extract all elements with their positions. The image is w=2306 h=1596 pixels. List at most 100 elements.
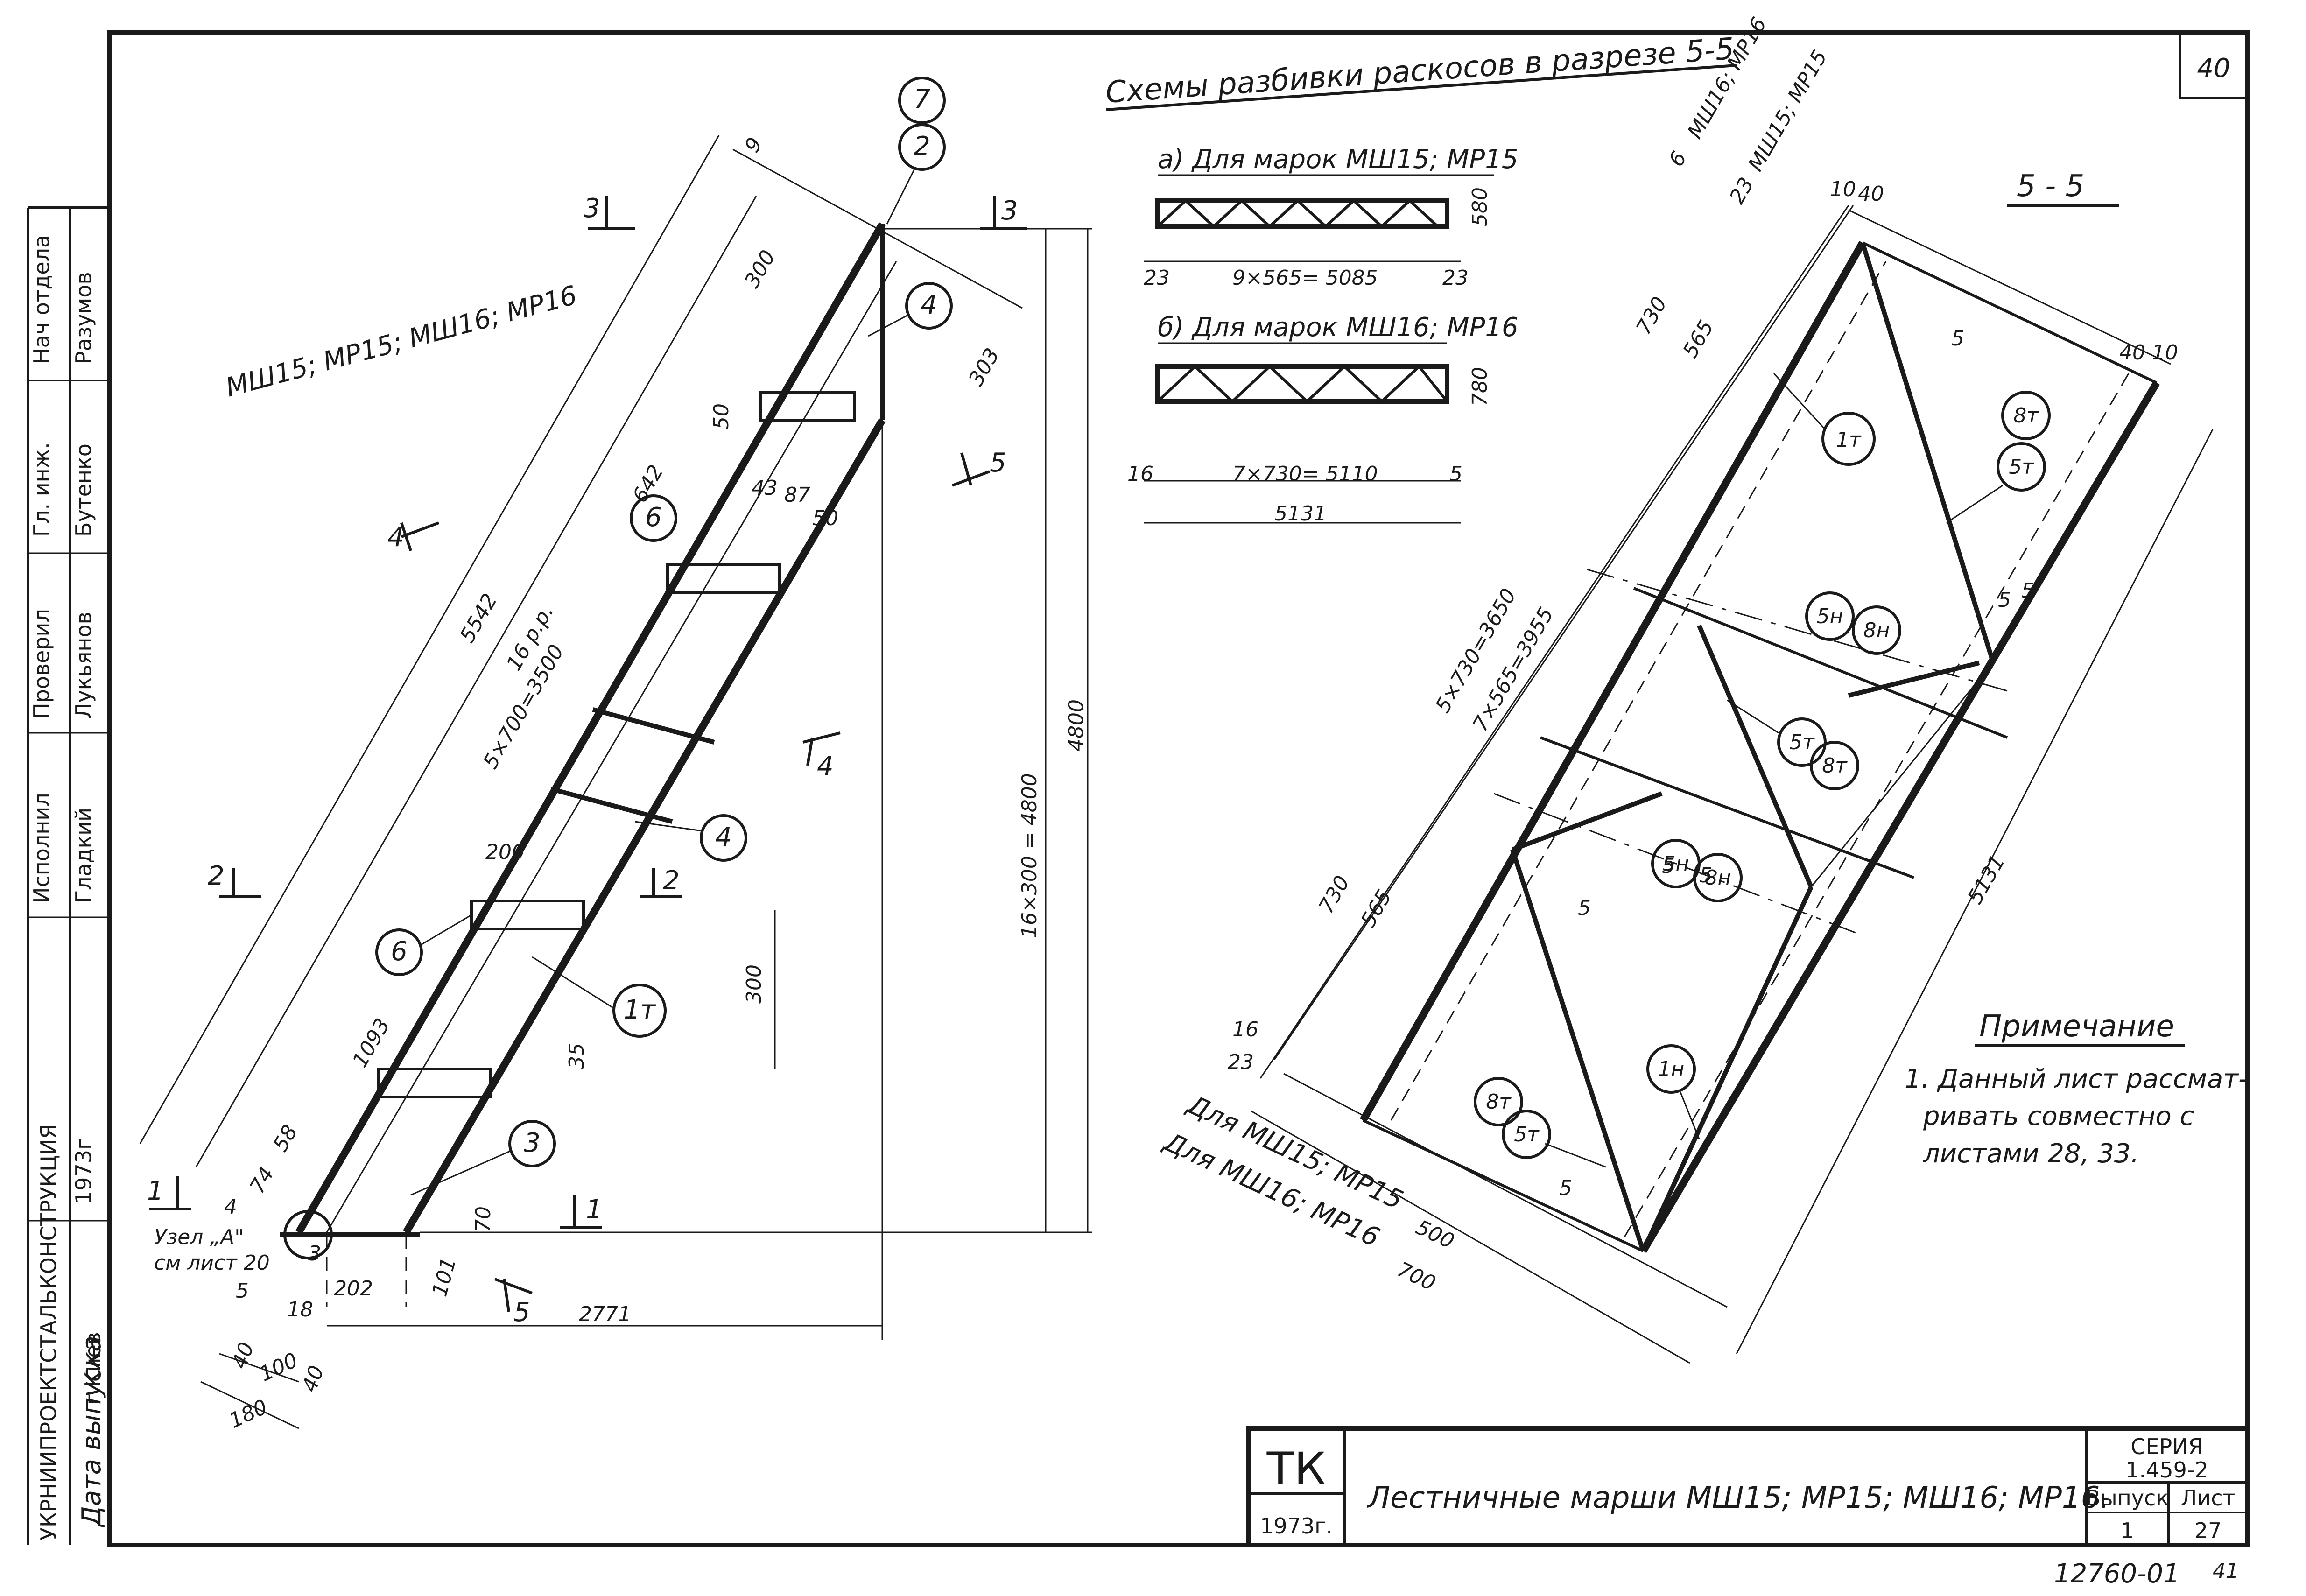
role-4: Исполнил <box>29 793 54 903</box>
sec-dim-565b: 565 <box>1356 886 1396 931</box>
issue-label: Выпуск <box>2086 1485 2169 1511</box>
org-stamp: ТК <box>1266 1443 1326 1495</box>
title-year: 1973г. <box>1260 1513 1333 1539</box>
sec-callout-8t-c: 8т <box>1486 1090 1512 1114</box>
sheet-value: 27 <box>2194 1518 2222 1543</box>
sec-callout-1t: 1т <box>1836 428 1862 452</box>
sheet-title: Лестничные марши МШ15; МР15; МШ16; МР16. <box>1367 1481 2109 1515</box>
plate-6-lower <box>377 1068 492 1098</box>
dim-2771: 2771 <box>579 1302 631 1326</box>
callout-2: 2 <box>914 131 930 162</box>
callout-4b: 4 <box>715 822 732 852</box>
weld-mark-1: 5 <box>1998 588 2011 612</box>
scheme-a-dim-height: 580 <box>1468 187 1492 226</box>
callout-6b: 6 <box>391 936 408 967</box>
node-a-ref: см лист 20 <box>154 1251 270 1275</box>
sec-mark-3b: 3 <box>1001 196 1018 226</box>
stringer-lower-chord <box>295 222 886 1235</box>
series-value: 1.459-2 <box>2125 1457 2208 1483</box>
dim-1093: 1093 <box>348 1014 394 1071</box>
scheme-a-dim-right: 23 <box>1442 266 1469 290</box>
dim-101: 101 <box>428 1255 461 1299</box>
sec-dim-730a: 730 <box>1631 293 1672 338</box>
sec-callout-8t-b: 8т <box>1822 754 1848 778</box>
weld-mark-2: 5 <box>2021 579 2034 603</box>
role-2: Гл. инж. <box>29 442 54 537</box>
scheme-b-dim-right: 5 <box>1449 462 1462 486</box>
scheme-a-dim-mid: 9×565= 5085 <box>1232 266 1378 290</box>
sec-callout-5n-b: 5н <box>1663 852 1689 876</box>
callout-7: 7 <box>914 84 930 115</box>
dim-height: 4800 <box>1064 699 1088 752</box>
sec-dim-565a: 565 <box>1678 316 1718 362</box>
section-left-chord <box>1360 241 1866 1122</box>
sec-callout-5t-a: 5т <box>2009 455 2034 479</box>
sec-top-40b: 40 <box>2119 341 2145 365</box>
inventory-number: 12760-01 <box>2054 1559 2180 1589</box>
sec-top-10: 10 <box>1830 177 1856 201</box>
dim-height-sum: 16×300 = 4800 <box>1018 773 1041 938</box>
left-stamp: Нач отдела Разумов Гл. инж. Бутенко Пров… <box>27 206 111 1545</box>
dim-50b: 50 <box>812 506 838 530</box>
dim-40a: 40 <box>227 1339 259 1372</box>
dim-300b: 300 <box>742 964 766 1004</box>
page-number-box <box>2179 31 2249 99</box>
sec-dim-730b: 730 <box>1314 872 1354 917</box>
dim-74: 74 <box>245 1163 279 1198</box>
dim-202: 202 <box>334 1277 373 1301</box>
sec-mark-3a: 3 <box>584 193 600 224</box>
plate-6-upper <box>666 563 781 594</box>
dim-642: 642 <box>628 461 668 506</box>
stringer-upper-chord <box>403 418 886 1235</box>
scheme-b-dim-mid: 7×730= 5110 <box>1232 462 1378 486</box>
sec-mark-2b: 2 <box>663 865 680 896</box>
title-block: ТК 1973г. Лестничные марши МШ15; МР15; М… <box>1246 1426 2250 1547</box>
dim-total-len: 5542 <box>455 590 502 647</box>
issue-date-label: Дата выпуска <box>77 1336 107 1528</box>
sec-callout-8t-a: 8т <box>2013 404 2039 428</box>
sec-callout-5n-a: 5н <box>1817 605 1843 628</box>
weld-mark-4: 5 <box>1699 864 1712 887</box>
section-marks: 3 3 4 5 5 4 2 2 1 1 <box>147 193 1027 1328</box>
note-line-2: ривать совместно с <box>1923 1101 2194 1132</box>
sec-mark-1a: 1 <box>147 1176 164 1206</box>
sec-top-10b: 10 <box>2152 341 2178 365</box>
name-2: Бутенко <box>71 443 96 537</box>
sec-callout-5t-c: 5т <box>1514 1123 1540 1146</box>
sec-dim-700: 700 <box>1393 1258 1439 1296</box>
callout-4a: 4 <box>921 290 937 320</box>
inventory-suffix: 41 <box>2213 1559 2239 1583</box>
node-a-label: Узел „А" <box>154 1225 244 1249</box>
dim-70: 70 <box>471 1206 495 1232</box>
scheme-a-dim-left: 23 <box>1144 266 1170 290</box>
schemes-block: Схемы разбивки раскосов в разрезе 5-5 а)… <box>1104 32 1737 526</box>
stair-elevation: 5542 16 р.р. 5×700=3500 1093 642 300 303… <box>139 77 1092 1433</box>
section-title: 5 - 5 <box>2017 169 2084 204</box>
sec-callout-8n-b: 8н <box>1705 866 1731 890</box>
weld-mark-3: 5 <box>1662 854 1675 878</box>
sec-top-40: 40 <box>1858 182 1884 206</box>
sec-top-23: 23 <box>1725 174 1758 208</box>
dim-303: 303 <box>964 344 1004 390</box>
sheet-label: Лист <box>2181 1485 2236 1511</box>
callouts-left: 7 2 4 6 4 6 1т 3 <box>375 77 953 1196</box>
issue-year: 1973г <box>71 1139 96 1204</box>
dim-4a: 4 <box>224 1195 237 1219</box>
sec-mark-4a: 4 <box>387 522 404 553</box>
sec-mark-5b: 5 <box>513 1297 530 1328</box>
dim-5: 5 <box>236 1279 249 1303</box>
series-label: СЕРИЯ <box>2130 1434 2203 1459</box>
scheme-b-truss <box>1155 364 1449 404</box>
callout-6a: 6 <box>645 502 662 533</box>
sec-dim-16: 16 <box>1232 1018 1258 1041</box>
sec-callout-5t-b: 5т <box>1789 731 1815 754</box>
sec-mark-2a: 2 <box>208 861 225 891</box>
sec-top-5: 5 <box>1951 327 1964 351</box>
dim-180: 180 <box>225 1395 271 1433</box>
weld-mark-6: 5 <box>1559 1176 1572 1200</box>
dim-35: 35 <box>565 1043 589 1069</box>
dim-9: 9 <box>740 134 767 157</box>
name-4: Гладкий <box>71 808 96 903</box>
